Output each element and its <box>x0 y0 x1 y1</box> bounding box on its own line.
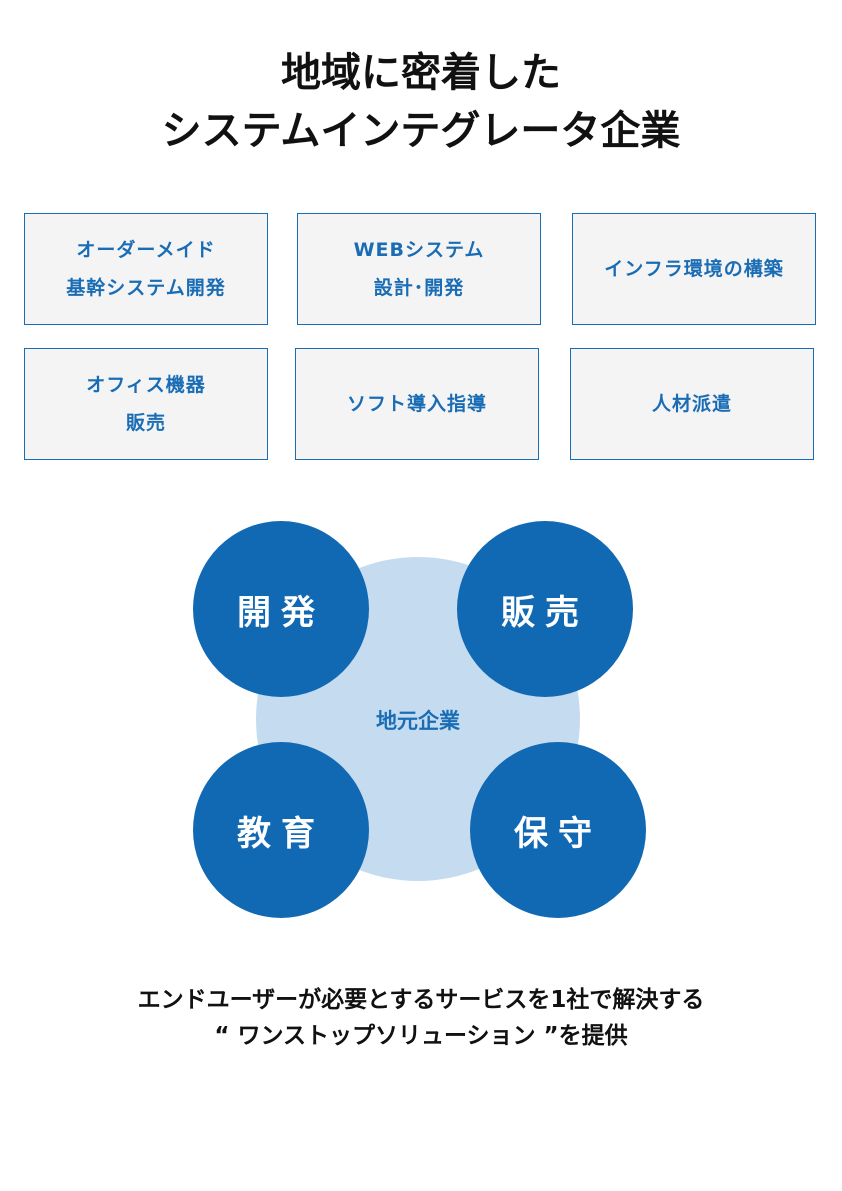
title-line-2: システムインテグレータ企業 <box>161 108 681 154</box>
service-card-infrastructure: インフラ環境の構築 <box>572 213 816 325</box>
service-card-office-equipment: オフィス機器 販売 <box>24 348 268 460</box>
footer-line-1: エンドユーザーが必要とするサービスを1社で解決する <box>137 987 705 1013</box>
service-label: インフラ環境の構築 <box>604 258 784 280</box>
title-line-1: 地域に密着した <box>281 50 561 96</box>
service-label: WEBシステム <box>353 239 485 261</box>
service-label: 基幹システム開発 <box>66 277 226 299</box>
service-card-web-system: WEBシステム 設計･開発 <box>297 213 541 325</box>
center-label: 地元企業 <box>376 709 460 733</box>
service-card-software-training: ソフト導入指導 <box>295 348 539 460</box>
service-label: オフィス機器 <box>86 374 206 396</box>
footer-line-2: “ ワンストップソリューション ”を提供 <box>214 1023 628 1049</box>
service-label: ソフト導入指導 <box>346 393 487 415</box>
service-label: オーダーメイド <box>76 239 216 261</box>
service-label: 販売 <box>125 412 166 434</box>
circle-education: 教育 <box>193 742 369 918</box>
circle-maintenance: 保守 <box>470 742 646 918</box>
page-title: 地域に密着した システムインテグレータ企業 <box>0 44 842 160</box>
service-label: 設計･開発 <box>373 277 465 299</box>
service-label: 人材派遣 <box>651 393 732 415</box>
service-card-custom-system: オーダーメイド 基幹システム開発 <box>24 213 268 325</box>
circle-sales: 販売 <box>457 521 633 697</box>
footer-message: エンドユーザーが必要とするサービスを1社で解決する “ ワンストップソリューショ… <box>0 982 842 1054</box>
service-card-staffing: 人材派遣 <box>570 348 814 460</box>
circle-development: 開発 <box>193 521 369 697</box>
